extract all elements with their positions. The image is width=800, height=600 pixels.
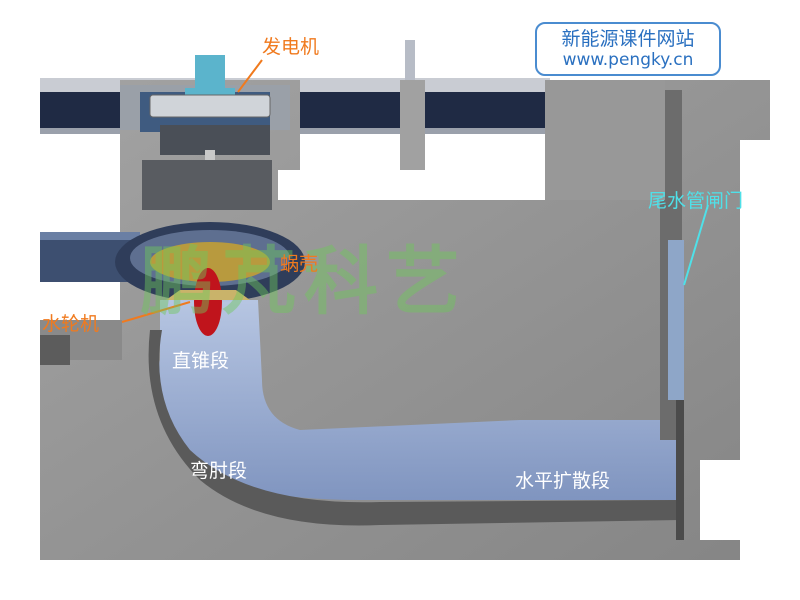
turbine-runner — [166, 268, 250, 336]
label-draft-tube-gate: 尾水管闸门 — [648, 190, 744, 212]
label-generator: 发电机 — [262, 36, 320, 58]
label-horizontal-diffuser: 水平扩散段 — [515, 470, 611, 492]
left-opening — [40, 335, 70, 365]
leader-gate — [683, 204, 709, 286]
label-spiral-case: 蜗壳 — [280, 253, 319, 275]
brand-box: 新能源课件网站 www.pengky.cn — [535, 22, 721, 76]
draft-tube-lining — [148, 330, 681, 526]
brand-url: www.pengky.cn — [562, 49, 694, 70]
label-straight-cone: 直锥段 — [172, 350, 230, 372]
leader-turbine — [121, 301, 191, 323]
generator — [120, 55, 290, 210]
watermark-text: 鹏芃科艺 — [140, 239, 468, 325]
label-elbow: 弯肘段 — [190, 460, 248, 482]
draft-tube-water — [156, 300, 680, 500]
brand-title: 新能源课件网站 — [561, 28, 695, 50]
generator-rotor-ring — [149, 94, 271, 118]
right-upper-block — [545, 80, 665, 200]
leader-generator — [237, 59, 263, 93]
draft-tube-gate — [668, 240, 684, 400]
label-turbine: 水轮机 — [42, 313, 100, 335]
generator-pit — [142, 160, 272, 210]
